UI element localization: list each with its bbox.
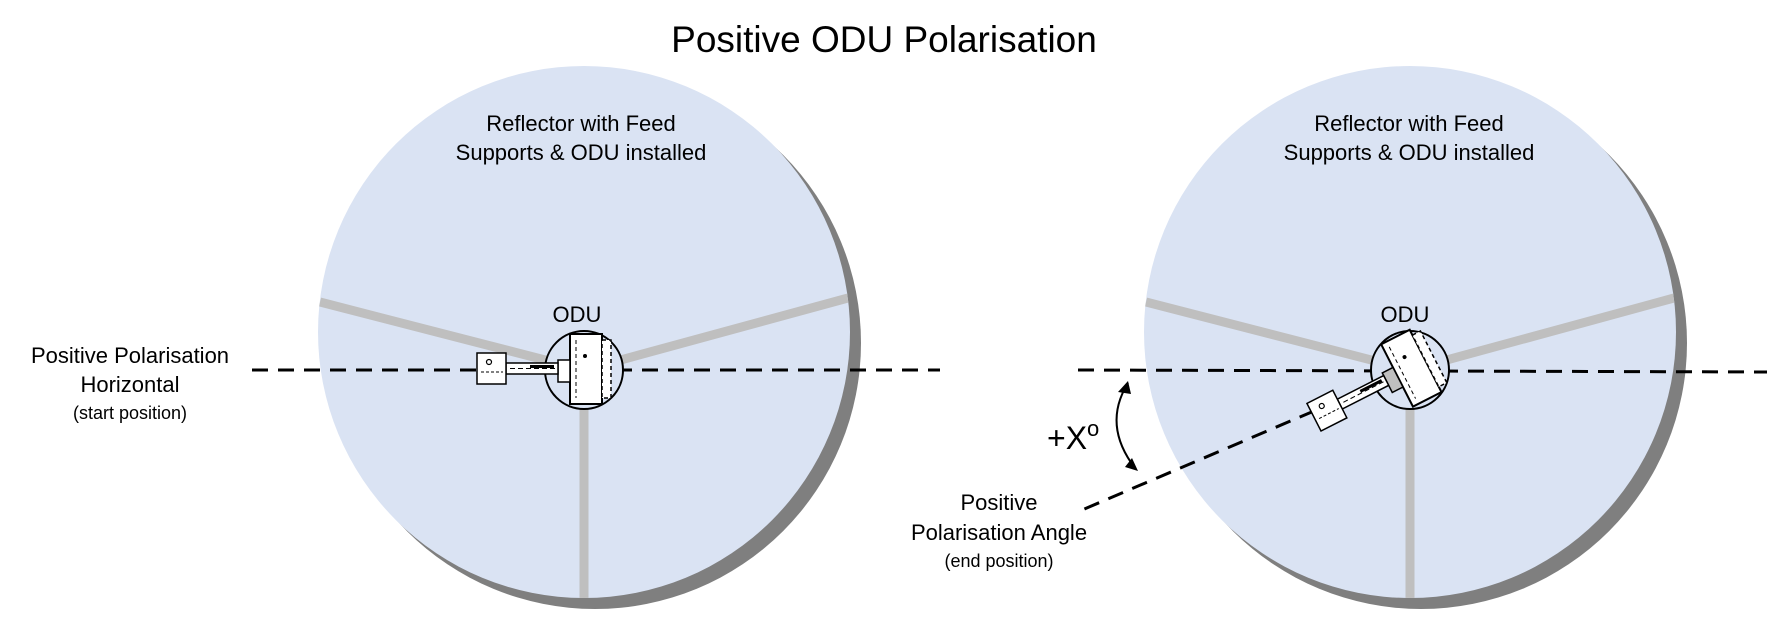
reflector-label-line1: Reflector with Feed [1314, 111, 1504, 136]
odu-assembly-rotated [1305, 328, 1448, 433]
odu-label: ODU [1381, 302, 1430, 327]
feed-supports [1144, 293, 1676, 598]
odu-assembly [476, 333, 612, 405]
angle-label: +Xo [1047, 416, 1099, 456]
angle-description-line2: Polarisation Angle [911, 520, 1087, 545]
angle-arc [1115, 382, 1136, 469]
diagram-title: Positive ODU Polarisation [671, 19, 1097, 60]
angle-description-note: (end position) [944, 551, 1053, 571]
feed-supports [318, 293, 850, 598]
odu-label: ODU [553, 302, 602, 327]
arc-arrowhead-bottom [1125, 458, 1138, 471]
reflector-label-line2: Supports & ODU installed [1284, 140, 1535, 165]
polarisation-note: (start position) [73, 403, 187, 423]
polarisation-label-line1: Positive Polarisation [31, 343, 229, 368]
polarisation-label-line2: Horizontal [80, 372, 179, 397]
left-panel: Reflector with Feed Supports & ODU insta… [31, 66, 940, 609]
right-panel: Reflector with Feed Supports & ODU insta… [911, 66, 1767, 609]
arc-arrowhead-top [1118, 381, 1131, 394]
angle-description-line1: Positive [960, 490, 1037, 515]
reflector-label-line1: Reflector with Feed [486, 111, 676, 136]
reflector-label-line2: Supports & ODU installed [456, 140, 707, 165]
